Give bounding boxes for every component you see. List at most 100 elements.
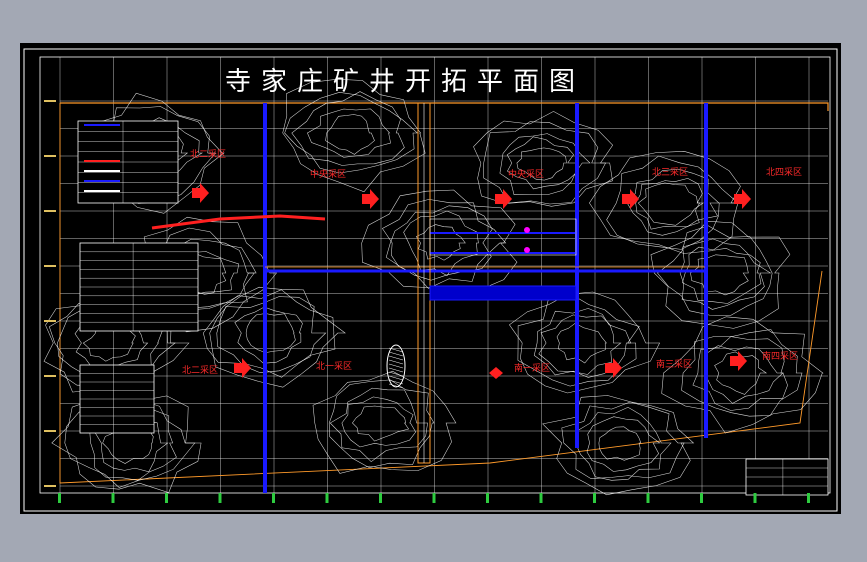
hatch-line xyxy=(388,347,404,353)
contour-line xyxy=(575,406,672,481)
panel-outline xyxy=(429,218,577,256)
hatch-line xyxy=(388,379,404,385)
contour-line xyxy=(245,313,296,353)
fault-line xyxy=(151,214,326,230)
mine-plan-drawing xyxy=(23,48,838,512)
coordinate-tick xyxy=(646,493,650,503)
contour-line xyxy=(690,254,749,296)
outer-frame xyxy=(23,48,838,512)
coordinate-tick xyxy=(593,493,596,503)
direction-arrow xyxy=(605,358,622,378)
direction-arrow xyxy=(622,189,639,209)
contour-line xyxy=(209,286,346,388)
direction-arrow xyxy=(495,189,512,209)
zone-label: 南三采区 xyxy=(656,360,693,370)
hatch-line xyxy=(388,367,404,373)
contour-line xyxy=(509,291,661,394)
contour-line xyxy=(291,91,405,166)
zone-label: 北一采区 xyxy=(316,362,353,372)
hatch-line xyxy=(388,359,404,365)
coordinate-tick xyxy=(700,493,703,503)
magenta-marker xyxy=(524,227,530,233)
contour-line xyxy=(328,379,435,468)
contour-line xyxy=(692,336,788,411)
coordinate-tick xyxy=(44,430,56,432)
contour-line xyxy=(284,92,419,174)
contour-line xyxy=(517,292,640,387)
hatch-line xyxy=(388,383,404,389)
coordinate-tick xyxy=(44,375,56,377)
contour-line xyxy=(637,182,704,226)
mine-boundary xyxy=(59,103,823,484)
contour-line xyxy=(89,404,177,481)
coordinate-tick xyxy=(272,493,275,503)
working-panel xyxy=(429,285,577,301)
contour-line xyxy=(635,178,703,230)
contour-line xyxy=(542,395,695,496)
zone-label: 北二采区 xyxy=(182,366,219,376)
direction-arrow xyxy=(489,367,503,379)
drawing-sheet: 寺家庄矿井开拓平面图 北二采区 中央采区 中央采区 北三采区 北四采区 北二采区… xyxy=(20,43,841,514)
coordinate-tick xyxy=(165,493,168,503)
direction-arrow xyxy=(234,358,251,378)
coordinate-tick xyxy=(379,493,382,503)
zone-label: 中央采区 xyxy=(310,170,347,180)
contour-line xyxy=(329,387,428,463)
zone-label: 北三采区 xyxy=(652,168,689,178)
zone-label: 中央采区 xyxy=(508,170,545,180)
coordinate-tick xyxy=(539,493,543,503)
contour-line xyxy=(307,108,391,158)
coordinate-tick xyxy=(325,493,329,503)
hatched-zone xyxy=(386,344,406,388)
contour-line xyxy=(533,308,632,378)
hatch-line xyxy=(388,371,404,377)
contour-line xyxy=(561,401,685,479)
contour-line xyxy=(473,111,614,207)
contour-line xyxy=(598,426,642,461)
direction-arrow xyxy=(734,189,751,209)
coordinate-tick xyxy=(111,493,115,503)
contour-line xyxy=(282,78,426,193)
coordinate-tick xyxy=(44,210,56,212)
contour-line xyxy=(64,398,196,488)
contour-line xyxy=(516,147,567,181)
hatch-line xyxy=(388,355,404,361)
zone-label: 南四采区 xyxy=(762,352,799,362)
direction-arrow xyxy=(192,183,209,203)
coordinate-tick xyxy=(486,493,489,503)
zone-label: 北四采区 xyxy=(766,168,803,178)
hatch-line xyxy=(388,351,404,357)
contour-line xyxy=(606,155,739,250)
contour-line xyxy=(234,306,303,364)
contour-line xyxy=(403,210,479,276)
contour-line xyxy=(506,136,578,190)
contour-line xyxy=(216,296,327,373)
zone-label: 北二采区 xyxy=(190,150,227,160)
contour-line xyxy=(650,220,791,329)
zone-label: 南一采区 xyxy=(514,364,551,374)
coordinate-tick xyxy=(432,493,436,503)
contour-line xyxy=(714,351,768,395)
magenta-marker xyxy=(524,247,530,253)
contour-line xyxy=(661,316,824,434)
contour-line xyxy=(586,416,661,472)
contour-line xyxy=(679,238,772,310)
coordinate-tick xyxy=(44,155,56,157)
contour-line xyxy=(483,121,607,205)
contour-line xyxy=(361,189,518,291)
contour-line xyxy=(82,326,136,362)
contour-line xyxy=(681,329,803,417)
hatch-line xyxy=(388,363,404,369)
contour-line xyxy=(352,405,410,442)
contour-line xyxy=(382,199,507,289)
contour-line xyxy=(341,396,417,448)
contour-line xyxy=(682,246,762,304)
coordinate-tick xyxy=(44,265,56,267)
contour-line xyxy=(325,114,375,155)
mine-boundary xyxy=(60,102,829,111)
hatch-line xyxy=(388,375,404,381)
coordinate-tick xyxy=(807,493,810,503)
contour-line xyxy=(499,133,591,195)
direction-arrow xyxy=(362,189,379,209)
coordinate-tick xyxy=(44,485,56,487)
